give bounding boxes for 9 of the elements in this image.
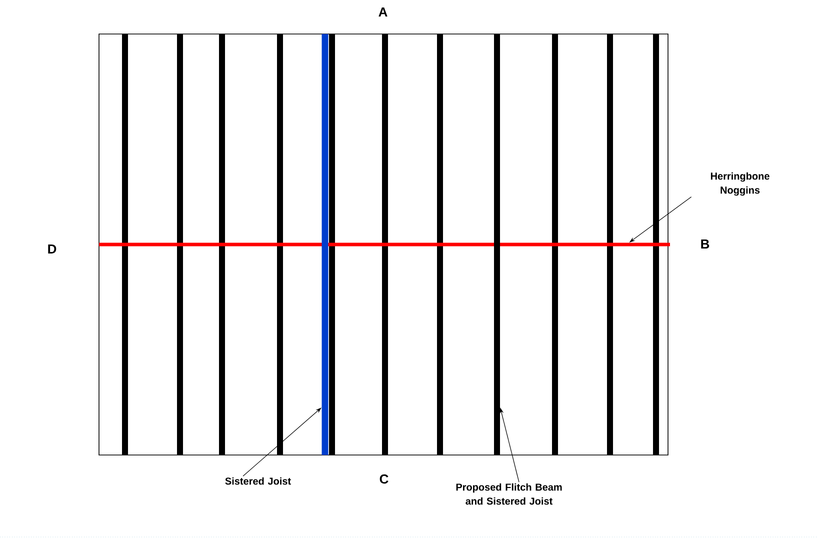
flitch-beam — [322, 34, 328, 455]
side-label: A — [378, 8, 388, 16]
callout-text: Herringbone Noggins — [710, 172, 770, 196]
side-label: C — [380, 474, 388, 484]
callout-text: Proposed Flitch Beam and Sistered Joist — [456, 483, 562, 505]
side-label: B — [701, 240, 710, 248]
joist — [494, 34, 500, 455]
side-label: D — [48, 244, 56, 254]
callout-text: Sistered Joist — [225, 477, 291, 485]
